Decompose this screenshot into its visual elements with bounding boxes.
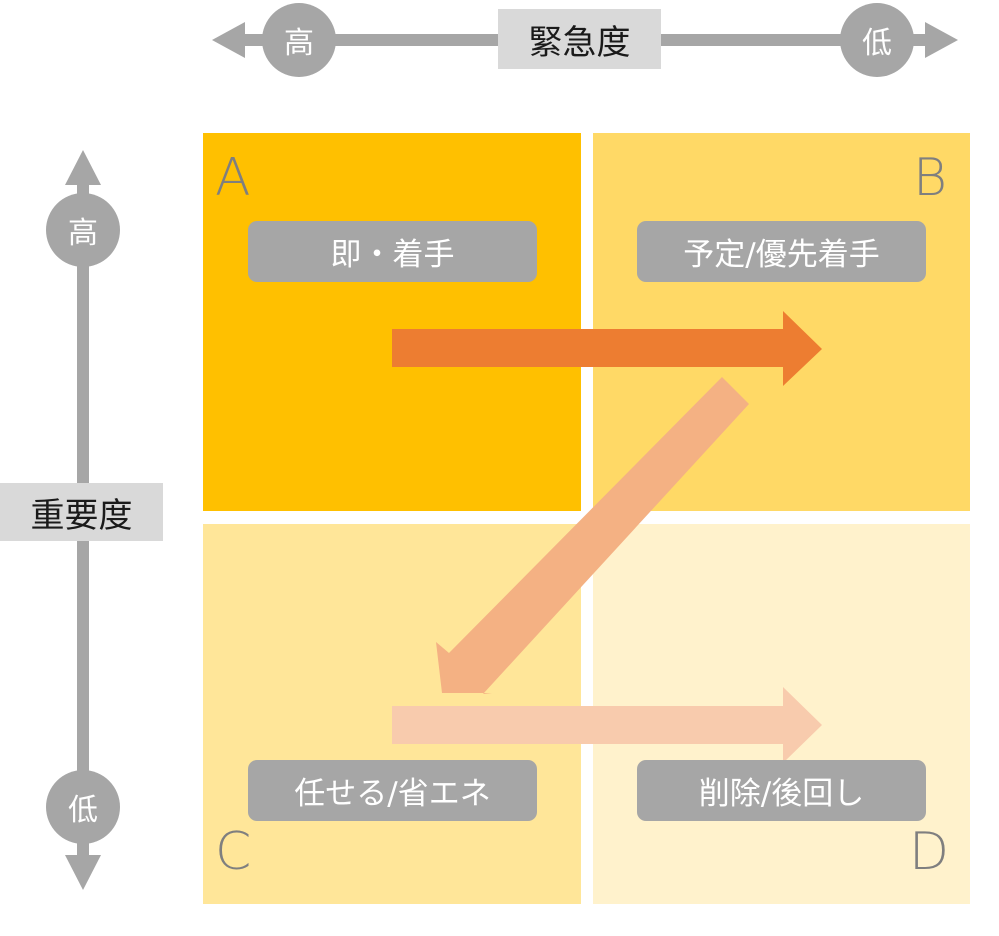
importance-low-node: 低 xyxy=(46,770,120,844)
quadrant-d-letter: D xyxy=(909,822,950,882)
importance-high-node: 高 xyxy=(46,193,120,267)
quadrant-a-label: 即・着手 xyxy=(248,221,537,282)
importance-axis-bottom-arrowhead xyxy=(65,855,101,890)
quadrant-a xyxy=(203,133,581,511)
flow-arrow-a-to-b xyxy=(392,311,822,386)
urgency-axis-left-arrowhead xyxy=(212,22,245,58)
urgency-axis-right-arrowhead xyxy=(925,22,958,58)
importance-axis-title: 重要度 xyxy=(0,483,163,541)
quadrant-b-label: 予定/優先着手 xyxy=(637,221,926,282)
quadrant-a-letter: A xyxy=(215,148,251,208)
importance-axis-top-arrowhead xyxy=(65,150,101,185)
quadrant-b-letter: B xyxy=(913,148,948,208)
flow-arrow-b-to-c xyxy=(436,377,749,694)
urgency-high-node: 高 xyxy=(262,3,336,77)
urgency-axis-title: 緊急度 xyxy=(498,9,661,69)
quadrant-c-label: 任せる/省エネ xyxy=(248,760,537,821)
urgency-low-node: 低 xyxy=(840,3,914,77)
quadrant-c-letter: C xyxy=(215,822,252,882)
quadrant-d-label: 削除/後回し xyxy=(637,760,926,821)
flow-arrow-c-to-d xyxy=(392,687,822,763)
